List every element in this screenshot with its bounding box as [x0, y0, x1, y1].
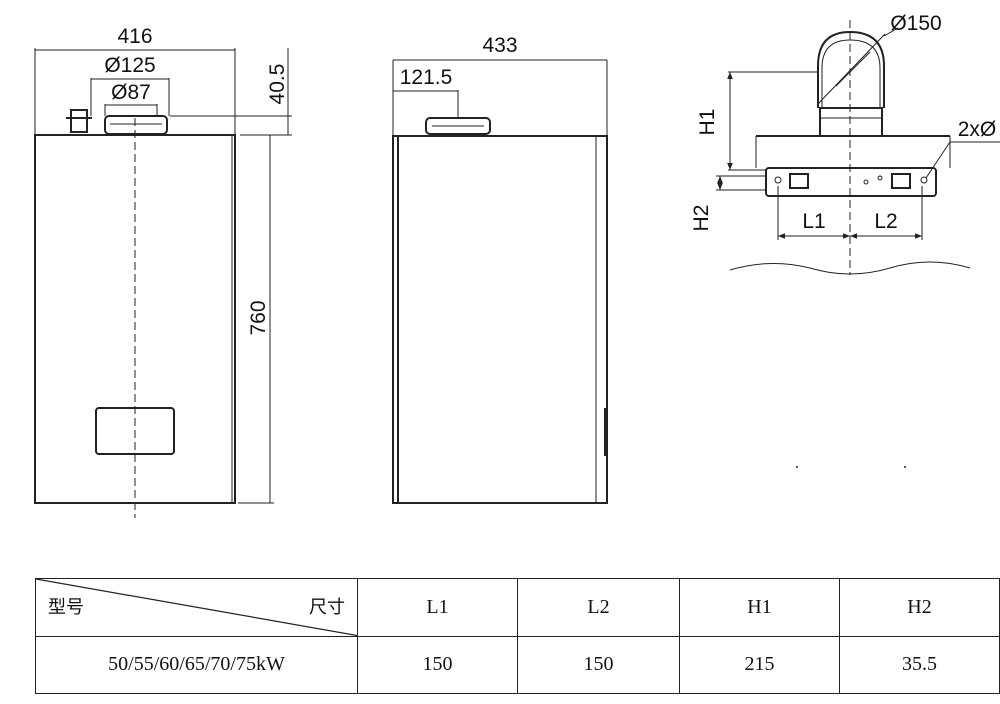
front-width-label: 416 [117, 25, 152, 48]
column-header: H1 [679, 578, 840, 637]
side-view: 433 121.5 [392, 34, 608, 504]
dimension-table: 型号 尺寸 L1 L2 H1 H2 50/55/60/65/70/75kW 15… [35, 578, 1000, 694]
front-height-label: 760 [247, 300, 270, 335]
side-flue-offset-label: 121.5 [400, 66, 453, 89]
table-cell: 215 [679, 635, 840, 694]
column-header: L1 [357, 578, 518, 637]
table-diagonal-header: 型号 尺寸 [35, 578, 358, 637]
pipe-diameter-label: Ø150 [890, 12, 941, 35]
flue-outlet [104, 115, 168, 135]
bracket-view: Ø150 H1 H2 L1 L2 2xØ [690, 12, 1000, 468]
flue-pipe [819, 107, 883, 137]
wall-break-line [729, 261, 971, 275]
holes-label: 2xØ [958, 118, 997, 141]
table-cell: 150 [517, 635, 680, 694]
column-header: L2 [517, 578, 680, 637]
top-valve [70, 109, 88, 133]
header-size-label: 尺寸 [309, 597, 345, 618]
column-header: H2 [839, 578, 1000, 637]
h2-label: H2 [690, 205, 713, 232]
side-bracket-tab [604, 408, 608, 456]
header-model-label: 型号 [48, 597, 84, 618]
bracket-hook-right [891, 173, 911, 189]
front-view: 416 Ø125 Ø87 40.5 760 [34, 25, 292, 518]
l2-label: L2 [874, 210, 897, 233]
l1-label: L1 [802, 210, 825, 233]
side-body [392, 135, 608, 504]
table-header-row: 型号 尺寸 L1 L2 H1 H2 [35, 578, 1000, 637]
table-row: 50/55/60/65/70/75kW 150 150 215 35.5 [35, 635, 1000, 694]
table-cell: 150 [357, 635, 518, 694]
table-cell: 35.5 [839, 635, 1000, 694]
h1-label: H1 [696, 109, 719, 136]
flue-height-label: 40.5 [266, 64, 289, 105]
table-cell-model: 50/55/60/65/70/75kW [35, 635, 358, 694]
wall-bracket [765, 167, 937, 197]
side-depth-label: 433 [482, 34, 517, 57]
flue-outer-label: Ø125 [104, 54, 155, 77]
flue-inner-label: Ø87 [111, 81, 151, 104]
bracket-hook-left [789, 173, 809, 189]
